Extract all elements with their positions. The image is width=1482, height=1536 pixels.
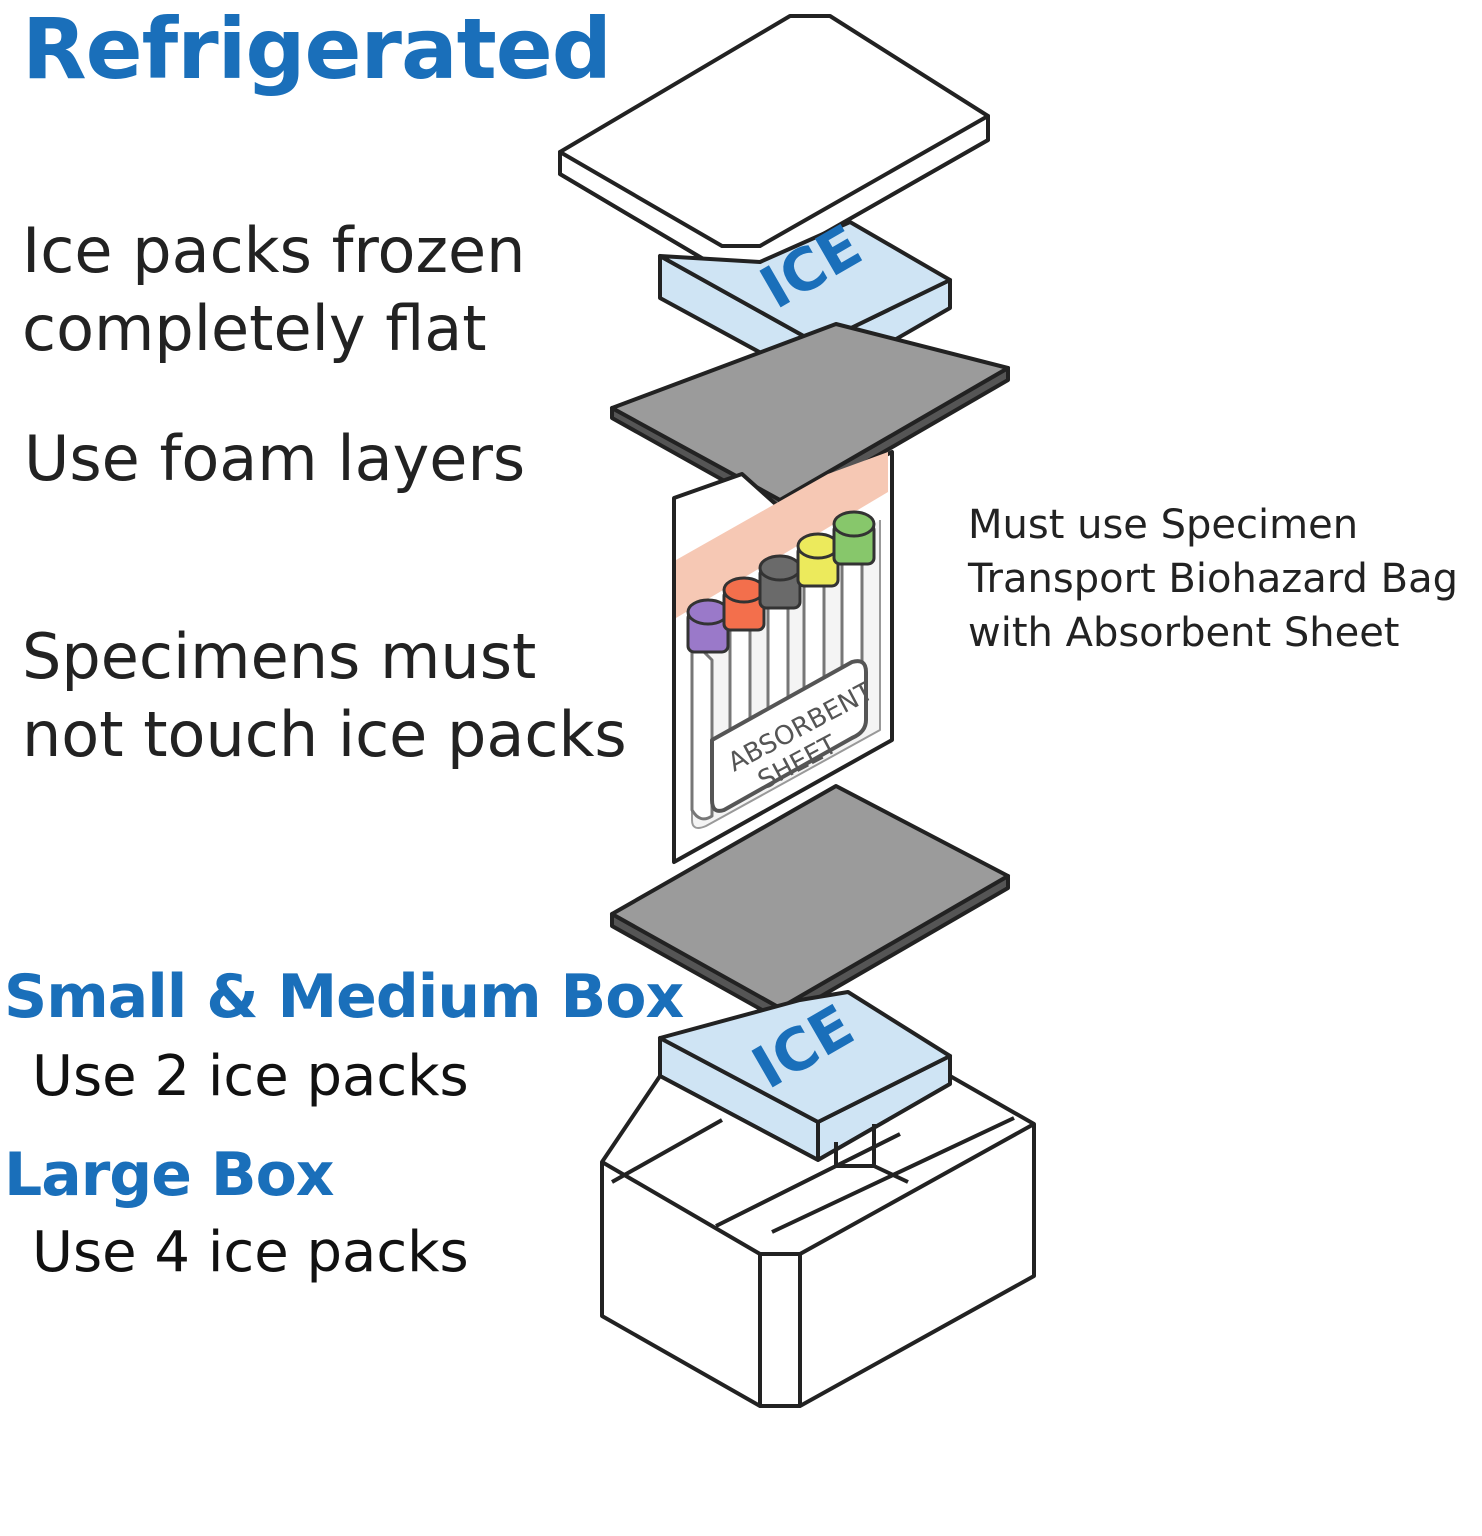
note-line: Must use Specimen <box>968 502 1359 548</box>
small-medium-box-detail: Use 2 ice packs <box>32 1044 469 1109</box>
gray-cap-top <box>758 554 802 582</box>
foam-box <box>600 1074 1036 1408</box>
ice-packs-frozen-note: Ice packs frozen completely flat <box>22 212 525 368</box>
small-medium-box-heading: Small & Medium Box <box>4 962 684 1032</box>
note-line: Specimens must <box>22 620 537 693</box>
top-ice-pack: ICE <box>658 211 952 386</box>
green-cap-top <box>832 510 876 538</box>
orange-cap-top <box>722 576 766 604</box>
page-title: Refrigerated <box>22 0 612 98</box>
note-line: completely flat <box>22 292 487 365</box>
note-line: Transport Biohazard Bag <box>968 556 1458 602</box>
bottom-ice-pack: ICE <box>658 990 952 1162</box>
yellow-cap-top <box>796 532 840 560</box>
purple-cap-top <box>686 598 730 626</box>
box-lid <box>558 14 990 272</box>
large-box-detail: Use 4 ice packs <box>32 1220 469 1285</box>
specimens-note: Specimens must not touch ice packs <box>22 618 627 774</box>
note-line: Ice packs frozen <box>22 214 526 287</box>
note-line: not touch ice packs <box>22 698 627 771</box>
bottom-foam-layer <box>610 784 1010 1022</box>
note-line: with Absorbent Sheet <box>968 610 1400 656</box>
large-box-heading: Large Box <box>4 1140 334 1210</box>
biohazard-bag-note: Must use Specimen Transport Biohazard Ba… <box>968 498 1458 660</box>
foam-layers-note: Use foam layers <box>24 422 526 495</box>
top-foam-layer <box>610 322 1010 514</box>
